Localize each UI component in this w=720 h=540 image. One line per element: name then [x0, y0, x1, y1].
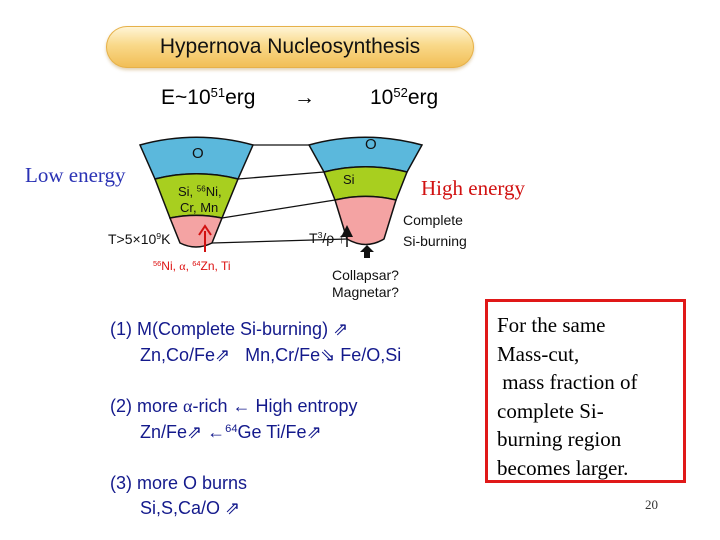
magnetar-label: Magnetar?	[332, 284, 399, 300]
t3rho-label: T3/ρ ↑	[309, 230, 346, 246]
products-label: 56Ni, α, 64Zn, Ti	[153, 258, 231, 273]
left-silicon-label-line1: Si, 56Ni,	[178, 184, 222, 199]
collapsar-label: Collapsar?	[332, 267, 399, 283]
note-box: For the same Mass-cut, mass fraction of …	[485, 299, 686, 483]
list-item-1-line2: Zn,Co/Fe⇗ Mn,Cr/Fe⇘ Fe/O,Si	[140, 345, 402, 365]
increase-arrow-icon: ⇗	[215, 345, 231, 365]
high-energy-label: High energy	[421, 176, 526, 200]
list-item-1-line1: (1) M(Complete Si-burning) ⇗	[110, 319, 349, 339]
increase-arrow-icon: ⇗	[306, 422, 322, 442]
high-energy-value: 1052erg	[370, 84, 439, 109]
right-silicon-label: Si	[343, 172, 355, 187]
complete-si-burning-label-line1: Complete	[403, 212, 463, 228]
list-item-3-line1: (3) more O burns	[110, 473, 248, 493]
increase-arrow-icon: ⇗	[187, 422, 203, 442]
left-oxygen-label: O	[192, 145, 204, 162]
note-text: For the same Mass-cut, mass fraction of …	[497, 313, 638, 480]
right-silicon-shell	[322, 166, 409, 201]
page-number: 20	[645, 497, 658, 512]
left-core	[168, 214, 224, 248]
increase-arrow-icon: ⇗	[333, 319, 349, 339]
slide-title: Hypernova Nucleosynthesis	[159, 35, 421, 58]
low-energy-label: Low energy	[25, 163, 126, 187]
list-item-2-line1: (2) more α-rich ← High entropy	[110, 396, 358, 416]
increase-arrow-icon: ⇗	[225, 498, 241, 518]
low-energy-value: E~1051erg	[161, 84, 256, 109]
decrease-arrow-icon: ⇘	[320, 345, 336, 365]
list-item-3-line2: Si,S,Ca/O ⇗	[140, 498, 241, 518]
list-item-2-line2: Zn/Fe⇗ ←64Ge Ti/Fe⇗	[140, 422, 322, 442]
title-banner: Hypernova Nucleosynthesis	[106, 26, 474, 68]
temperature-label: T>5×109K	[108, 231, 171, 247]
collapsar-arrow	[360, 245, 374, 258]
left-silicon-label-line2: Cr, Mn	[180, 200, 219, 215]
right-oxygen-label: O	[365, 136, 377, 153]
energy-arrow: →	[294, 86, 315, 109]
complete-si-burning-label-line2: Si-burning	[403, 233, 467, 249]
